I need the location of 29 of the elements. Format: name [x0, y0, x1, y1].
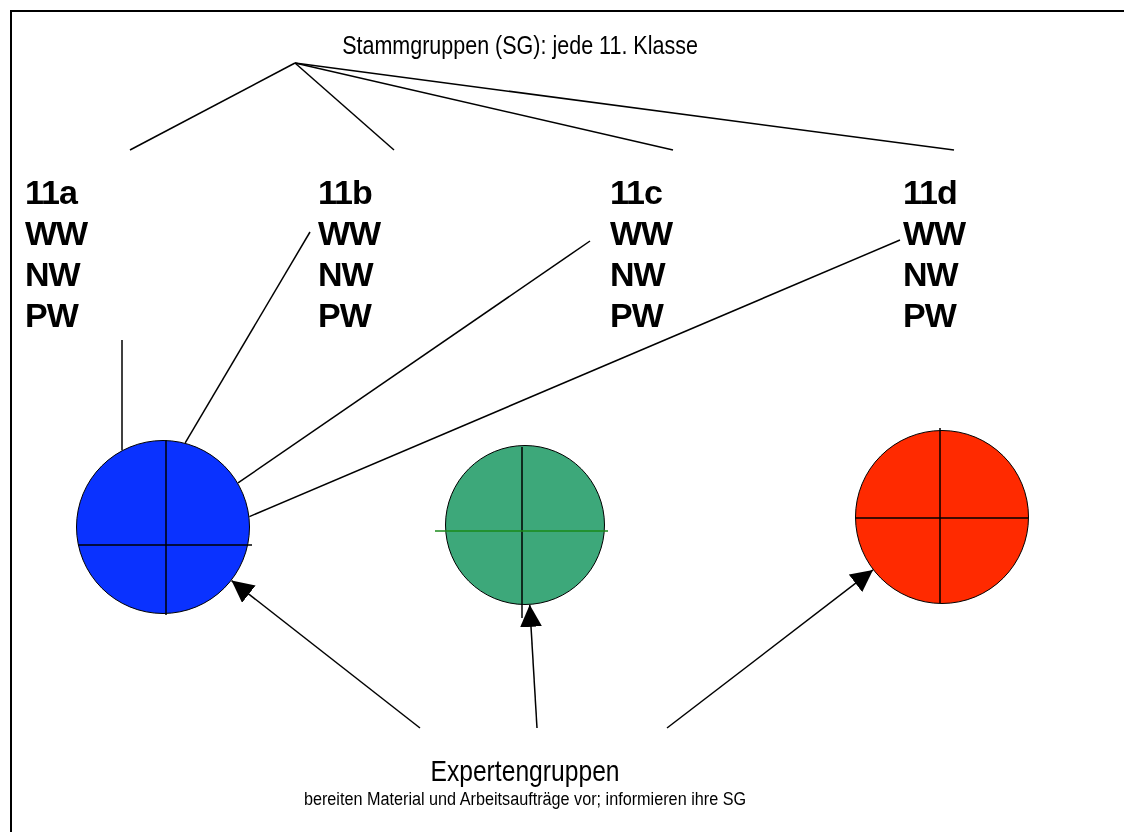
- subject-label: PW: [318, 295, 373, 336]
- arrow: [520, 604, 542, 729]
- subject-label: WW: [25, 213, 89, 254]
- subject-label: NW: [318, 254, 375, 295]
- connector-line: [237, 240, 591, 484]
- subject-label: NW: [903, 254, 960, 295]
- arrow: [666, 569, 874, 729]
- subject-label: PW: [25, 295, 80, 336]
- connector-line: [121, 339, 123, 451]
- heading-text: Stammgruppen (SG): jede 11. Klasse: [341, 30, 699, 61]
- connector-line: [184, 231, 311, 444]
- arrow: [230, 579, 421, 729]
- connector-line: [294, 62, 395, 151]
- subject-label: WW: [610, 213, 674, 254]
- connector-line: [129, 62, 296, 151]
- subject-label: WW: [903, 213, 967, 254]
- subject-label: NW: [610, 254, 667, 295]
- description-text: bereiten Material und Arbeitsaufträge vor; informieren ihre SG: [302, 788, 748, 810]
- connector-line: [248, 239, 901, 518]
- subject-label: PW: [903, 295, 958, 336]
- class-label: 11c: [610, 172, 663, 213]
- class-label: 11b: [318, 172, 373, 213]
- class-label: 11a: [25, 172, 79, 213]
- group-title: Expertengruppen: [429, 754, 621, 788]
- subject-label: NW: [25, 254, 82, 295]
- subject-label: WW: [318, 213, 382, 254]
- class-label: 11d: [903, 172, 958, 213]
- connector-line: [294, 62, 955, 151]
- subject-label: PW: [610, 295, 665, 336]
